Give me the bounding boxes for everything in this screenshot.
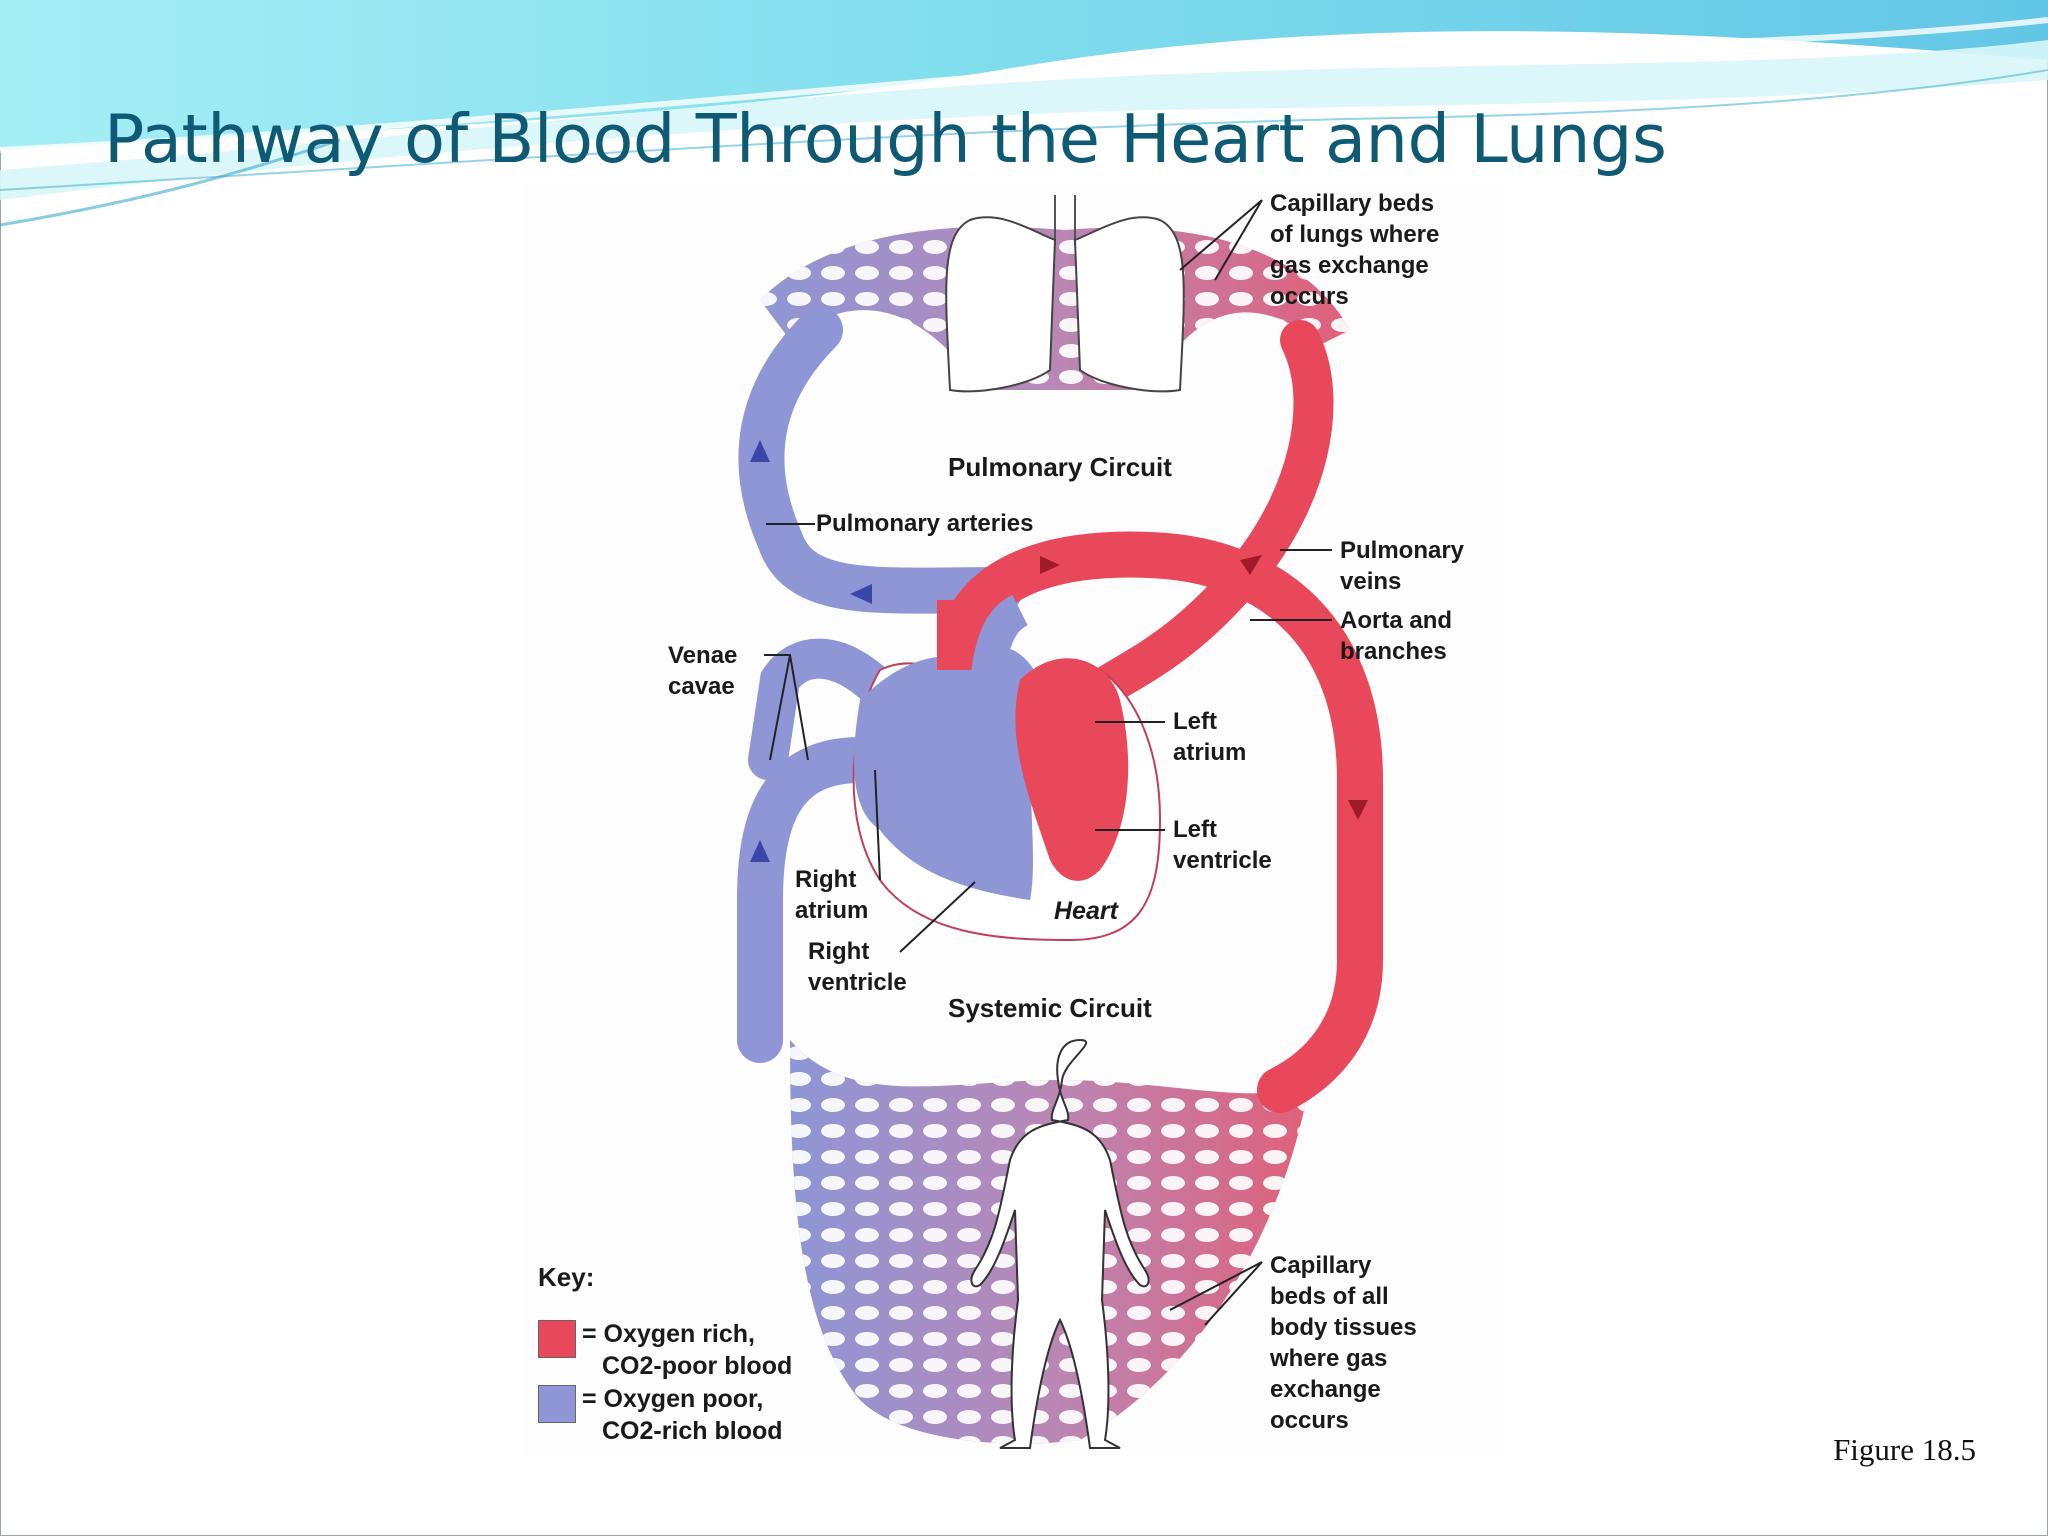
human-figure — [970, 1038, 1150, 1449]
key-oxygen-rich-line2: CO2-poor blood — [602, 1352, 793, 1380]
label-pulmonary-arteries: Pulmonary arteries — [816, 510, 1034, 537]
pulmonary-trunk — [968, 594, 1029, 702]
key-swatch-oxygen-rich — [538, 1320, 576, 1358]
label-heart: Heart — [1054, 897, 1118, 925]
flow-arrows-red — [1040, 555, 1368, 820]
label-systemic-circuit: Systemic Circuit — [948, 993, 1152, 1023]
label-left-ventricle: Left ventricle — [1173, 816, 1272, 874]
flow-arrow-aorta-arch — [1040, 556, 1060, 574]
label-pulmonary-veins: Pulmonary veins — [1340, 537, 1465, 595]
superior-vena-cava-vessel — [748, 638, 900, 780]
label-aorta-branches: Aorta and branches — [1340, 607, 1453, 665]
flow-arrow-up-vena-cava — [750, 840, 770, 862]
aorta-vessel — [937, 531, 1383, 1113]
header-banner — [0, 0, 2048, 227]
key-text-oxygen-poor: = Oxygen poor, CO2-rich blood — [582, 1383, 783, 1447]
flow-arrow-left-pulmonary-artery — [850, 584, 872, 604]
slide-title: Pathway of Blood Through the Heart and L… — [104, 100, 1667, 178]
pulmonary-artery-vessel — [738, 307, 1023, 614]
pulmonary-vein-vessel — [1080, 320, 1334, 710]
key-oxygen-poor-line1: = Oxygen poor, — [582, 1385, 764, 1413]
key-title: Key: — [538, 1262, 595, 1292]
left-heart-chambers — [1015, 658, 1129, 881]
flow-arrow-pulmonary-vein — [1240, 555, 1262, 575]
key-text-oxygen-rich: = Oxygen rich, CO2-poor blood — [582, 1318, 792, 1382]
label-pulmonary-circuit: Pulmonary Circuit — [948, 452, 1172, 482]
key-row-oxygen-rich: = Oxygen rich, CO2-poor blood — [538, 1318, 792, 1382]
lungs-illustration — [945, 195, 1185, 393]
right-heart-chambers — [854, 646, 1040, 900]
label-capillary-body: Capillary beds of all body tissues where… — [1270, 1252, 1417, 1434]
label-left-atrium: Left atrium — [1173, 708, 1247, 766]
lung-capillary-bed — [760, 226, 1350, 390]
venae-cavae-vessel — [737, 737, 883, 1063]
label-capillary-lungs: Capillary beds of lungs where gas exchan… — [1270, 190, 1440, 310]
key-row-oxygen-poor: = Oxygen poor, CO2-rich blood — [538, 1383, 783, 1447]
label-right-ventricle: Right ventricle — [808, 938, 907, 996]
label-right-atrium: Right atrium — [795, 866, 869, 924]
figure-caption: Figure 18.5 — [1833, 1432, 1976, 1467]
flow-arrow-aorta-down — [1348, 800, 1368, 820]
flow-arrow-up-pulmonary-artery — [750, 440, 770, 462]
key-oxygen-rich-line1: = Oxygen rich, — [582, 1320, 755, 1348]
leader-lines — [764, 199, 1332, 1326]
key-swatch-oxygen-poor — [538, 1385, 576, 1423]
label-venae-cavae: Venae cavae — [668, 642, 738, 700]
key-oxygen-poor-line2: CO2-rich blood — [602, 1417, 783, 1445]
flow-arrows — [750, 440, 872, 862]
